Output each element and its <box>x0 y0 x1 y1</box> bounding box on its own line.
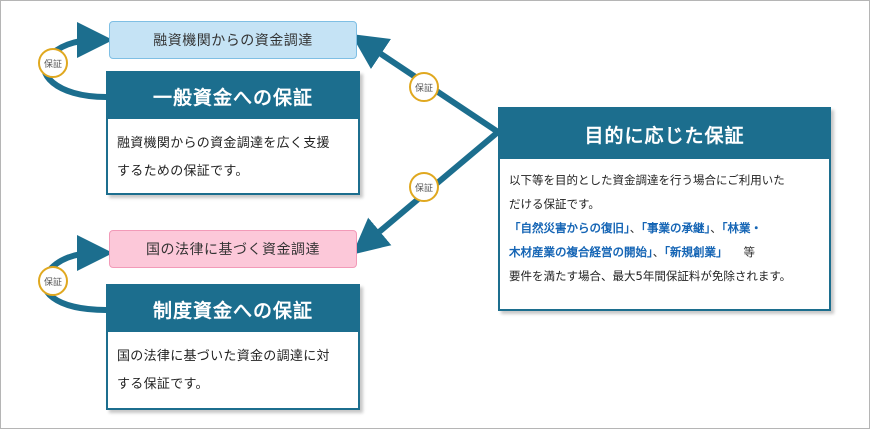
highlight-forestry: 「林業・ <box>721 221 762 235</box>
guarantee-badge: 保証 <box>409 72 439 102</box>
card-purpose-body: 以下等を目的とした資金調達を行う場合にご利用いた だける保証です。 「自然災害か… <box>500 159 829 288</box>
card-general-line: するための保証です。 <box>117 164 249 179</box>
card-general-fund: 一般資金への保証 融資機関からの資金調達を広く支援 するための保証です。 <box>106 71 360 195</box>
guarantee-badge: 保証 <box>409 172 439 202</box>
separator: 、 <box>629 221 642 235</box>
guarantee-badge: 保証 <box>38 48 68 78</box>
card-general-title: 一般資金への保証 <box>108 73 358 119</box>
highlight-succession: 「事業の承継」 <box>641 221 711 235</box>
card-general-line: 融資機関からの資金調達を広く支援 <box>117 136 330 151</box>
card-purpose-highlights: 「自然災害からの復旧」、「事業の承継」、「林業・ <box>509 216 829 240</box>
card-purpose-guarantee: 目的に応じた保証 以下等を目的とした資金調達を行う場合にご利用いた だける保証で… <box>498 107 831 311</box>
card-system-body: 国の法律に基づいた資金の調達に対 する保証です。 <box>108 332 358 399</box>
card-general-body: 融資機関からの資金調達を広く支援 するための保証です。 <box>108 119 358 186</box>
card-system-line: 国の法律に基づいた資金の調達に対 <box>117 349 330 364</box>
guarantee-badge: 保証 <box>38 266 68 296</box>
separator: 、 <box>652 245 665 259</box>
highlight-new-startup: 「新規創業」 <box>664 245 728 259</box>
highlight-forestry-cont: 木材産業の複合経営の開始」 <box>509 245 653 259</box>
separator: 、 <box>710 221 722 235</box>
card-system-line: する保証です。 <box>117 377 209 392</box>
card-system-fund: 制度資金への保証 国の法律に基づいた資金の調達に対 する保証です。 <box>106 284 360 410</box>
card-purpose-highlights: 木材産業の複合経営の開始」、「新規創業」 等 <box>509 240 829 264</box>
pill-financial-institution: 融資機関からの資金調達 <box>109 21 357 59</box>
card-purpose-line: 要件を満たす場合、最大5年間保証料が免除されます。 <box>509 269 792 283</box>
card-purpose-title: 目的に応じた保証 <box>500 109 829 159</box>
card-system-title: 制度資金への保証 <box>108 286 358 332</box>
highlight-disaster-recovery: 「自然災害からの復旧」 <box>509 221 630 235</box>
card-purpose-line: だける保証です。 <box>509 197 600 211</box>
card-purpose-line: 以下等を目的とした資金調達を行う場合にご利用いた <box>509 173 785 187</box>
etc-label: 等 <box>743 245 756 259</box>
pill-national-law: 国の法律に基づく資金調達 <box>109 230 357 268</box>
